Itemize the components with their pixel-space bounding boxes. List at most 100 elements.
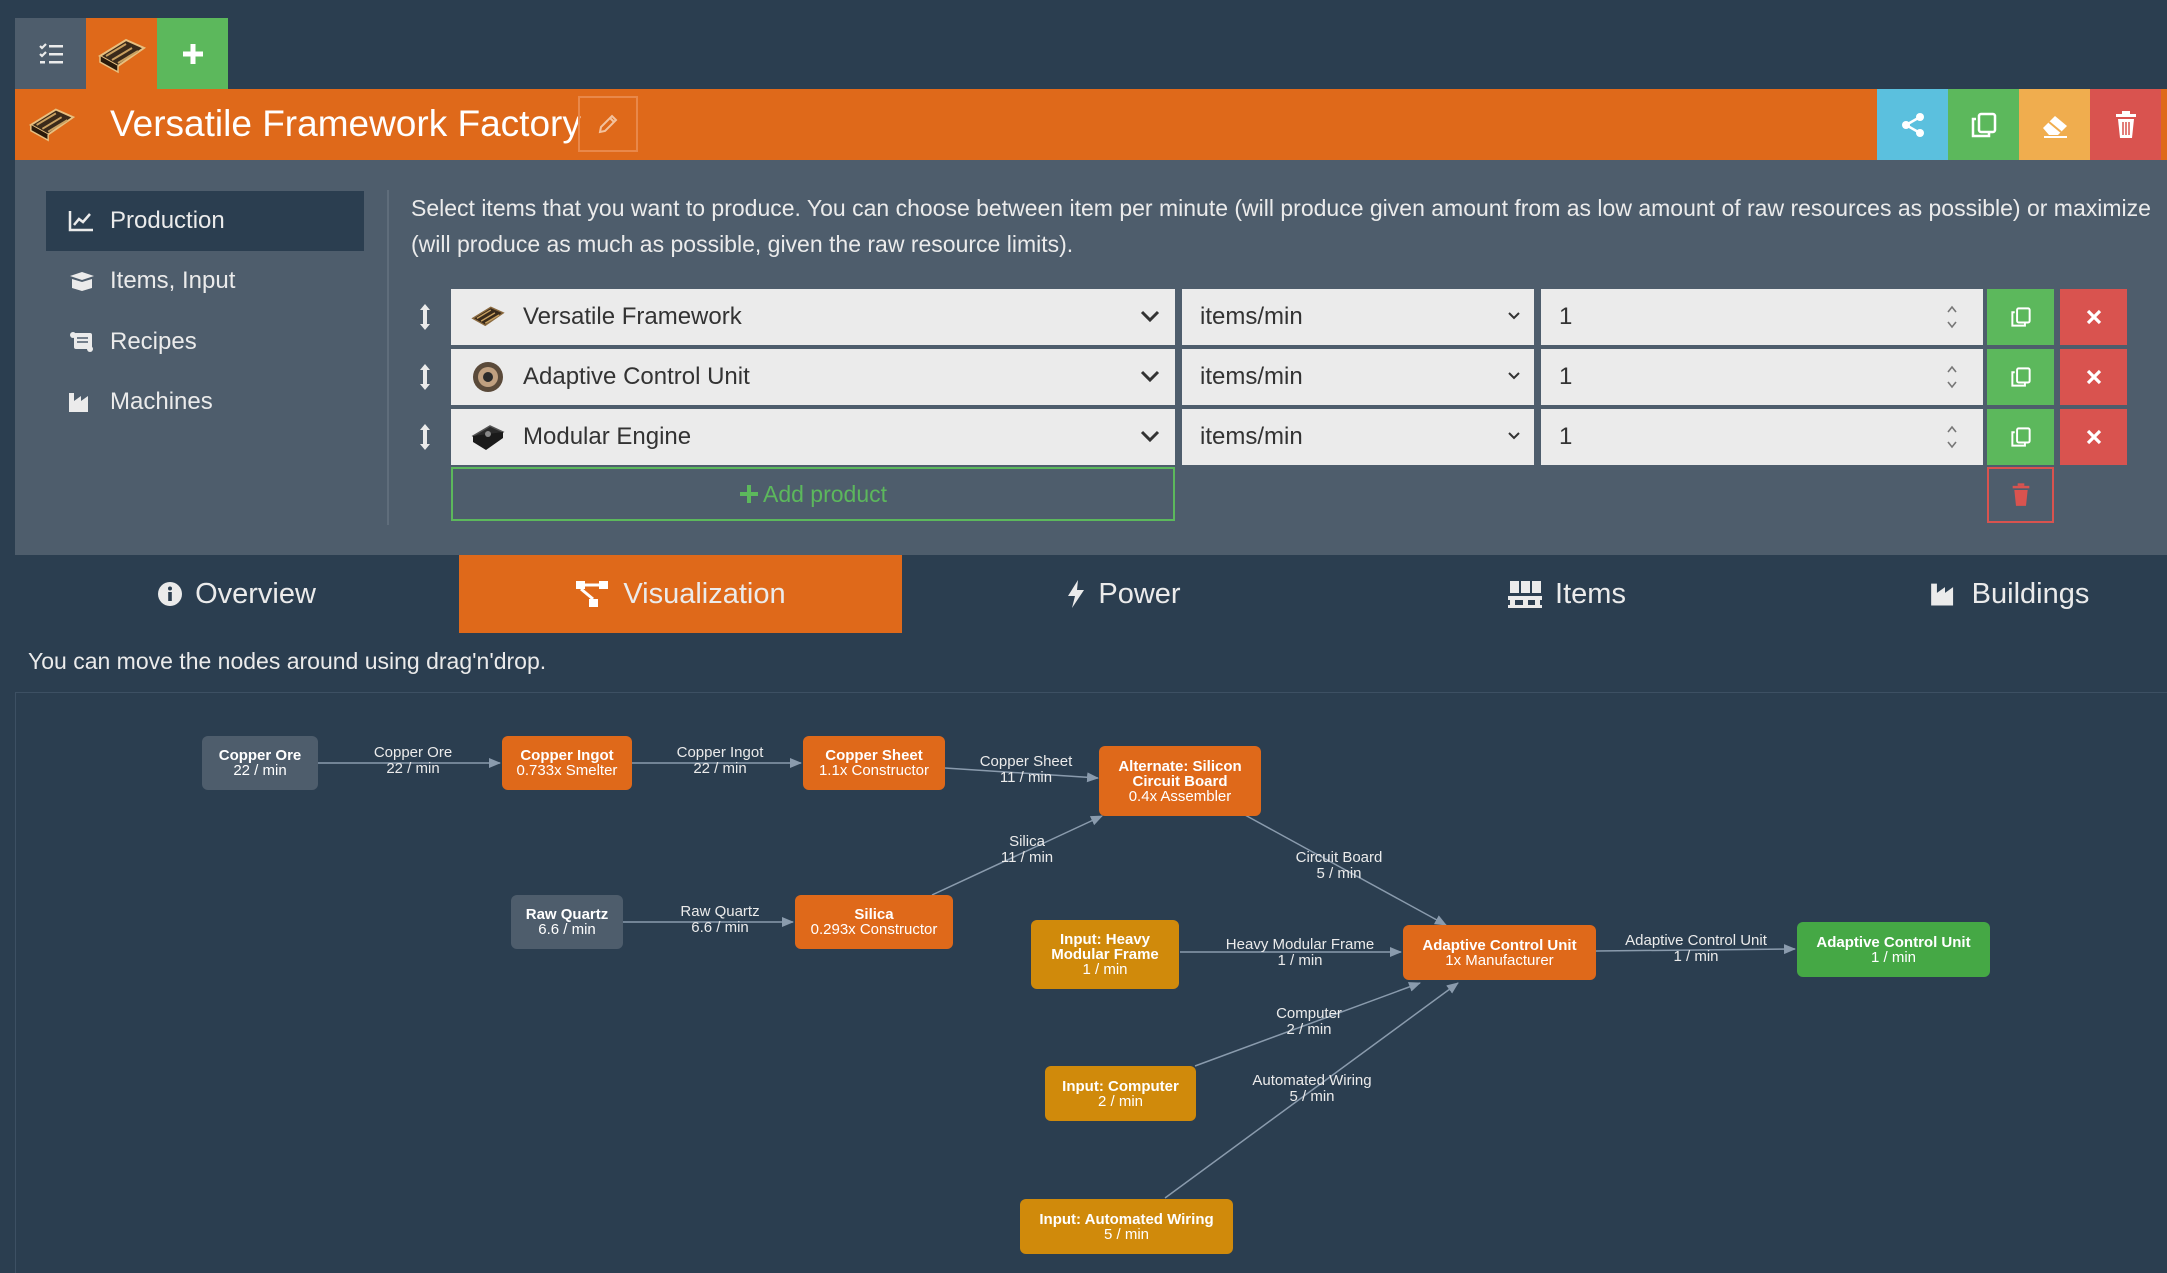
visualization-hint: You can move the nodes around using drag…	[28, 648, 547, 674]
divider	[15, 692, 2167, 693]
clear-factory-button[interactable]	[2019, 89, 2090, 160]
remove-row-button[interactable]	[2060, 289, 2127, 345]
tab-label: Visualization	[623, 577, 786, 610]
stepper-icon[interactable]	[1943, 299, 1961, 335]
checklist-icon	[38, 42, 63, 63]
factory-title: Versatile Framework Factory	[110, 103, 581, 144]
unit-select-value: items/min	[1200, 303, 1303, 330]
chevron-down-icon	[1139, 303, 1161, 336]
add-product-button[interactable]: Add product	[451, 467, 1175, 521]
pallet-icon	[1507, 579, 1543, 609]
chevron-down-icon	[1506, 425, 1522, 454]
amount-input[interactable]: 1	[1541, 349, 1983, 405]
modular-engine-icon	[468, 417, 508, 457]
list-tab[interactable]	[15, 18, 86, 89]
item-select[interactable]: Modular Engine	[451, 409, 1175, 465]
drag-handle-icon[interactable]	[410, 349, 440, 405]
tab-power[interactable]: Power	[902, 555, 1345, 633]
add-product-label: Add product	[762, 480, 888, 507]
sidebar-item-label: Recipes	[110, 328, 197, 355]
chevron-down-icon	[1139, 423, 1161, 456]
item-select-value: Versatile Framework	[523, 303, 742, 330]
unit-select[interactable]: items/min	[1182, 289, 1534, 345]
unit-select[interactable]: items/min	[1182, 349, 1534, 405]
remove-row-button[interactable]	[2060, 409, 2127, 465]
pencil-icon	[598, 114, 618, 134]
production-description: Select items that you want to produce. Y…	[411, 195, 2151, 257]
tab-label: Items	[1555, 577, 1626, 610]
sidebar-item-machines[interactable]: Machines	[46, 372, 364, 432]
stepper-icon[interactable]	[1943, 419, 1961, 455]
clear-products-button[interactable]	[1987, 467, 2054, 523]
close-icon	[2086, 309, 2101, 325]
tab-overview[interactable]: Overview	[15, 555, 458, 633]
amount-input[interactable]: 1	[1541, 289, 1983, 345]
versatile-framework-icon	[97, 38, 146, 73]
sidebar-item-production[interactable]: Production	[46, 191, 364, 251]
sidebar-item-items-input[interactable]: Items, Input	[46, 251, 364, 311]
factory-header: Versatile Framework Factory	[15, 89, 2167, 160]
sidebar-divider	[387, 190, 389, 525]
unit-select[interactable]: items/min	[1182, 409, 1534, 465]
versatile-framework-icon	[468, 297, 508, 337]
divider	[15, 692, 16, 1273]
factory-icon	[27, 103, 77, 148]
close-icon	[2086, 429, 2101, 445]
duplicate-row-button[interactable]	[1987, 409, 2054, 465]
item-select[interactable]: Versatile Framework	[451, 289, 1175, 345]
chevron-down-icon	[1506, 305, 1522, 334]
remove-row-button[interactable]	[2060, 349, 2127, 405]
plus-icon	[182, 43, 203, 64]
bolt-icon	[1066, 579, 1086, 609]
drag-handle-icon[interactable]	[410, 289, 440, 345]
sitemap-icon	[575, 579, 611, 609]
copy-icon	[1971, 112, 1996, 137]
sidebar-item-label: Items, Input	[110, 267, 236, 294]
stepper-icon[interactable]	[1943, 359, 1961, 395]
factory-tab[interactable]	[86, 18, 157, 89]
tab-visualization[interactable]: Visualization	[459, 555, 902, 633]
item-select[interactable]: Adaptive Control Unit	[451, 349, 1175, 405]
tab-items[interactable]: Items	[1345, 555, 1788, 633]
sidebar-item-recipes[interactable]: Recipes	[46, 312, 364, 372]
chevron-down-icon	[1139, 363, 1161, 396]
tab-buildings[interactable]: Buildings	[1788, 555, 2167, 633]
drag-handle-icon[interactable]	[410, 409, 440, 465]
plus-icon	[739, 485, 758, 503]
amount-value: 1	[1559, 363, 1573, 390]
sidebar-item-label: Production	[110, 207, 225, 234]
industry-icon	[68, 391, 110, 413]
item-select-value: Modular Engine	[523, 423, 692, 450]
amount-value: 1	[1559, 303, 1573, 330]
copy-factory-button[interactable]	[1948, 89, 2019, 160]
add-tab[interactable]	[157, 18, 228, 89]
unit-select-value: items/min	[1200, 363, 1303, 390]
edit-title-button[interactable]	[578, 96, 638, 152]
share-button[interactable]	[1877, 89, 1948, 160]
scroll-icon	[68, 331, 110, 353]
amount-input[interactable]: 1	[1541, 409, 1983, 465]
duplicate-row-button[interactable]	[1987, 349, 2054, 405]
industry-icon	[1930, 580, 1960, 608]
copy-icon	[2010, 367, 2031, 387]
trash-icon	[2012, 483, 2029, 506]
delete-factory-button[interactable]	[2090, 89, 2161, 160]
duplicate-row-button[interactable]	[1987, 289, 2054, 345]
info-icon	[157, 581, 183, 607]
